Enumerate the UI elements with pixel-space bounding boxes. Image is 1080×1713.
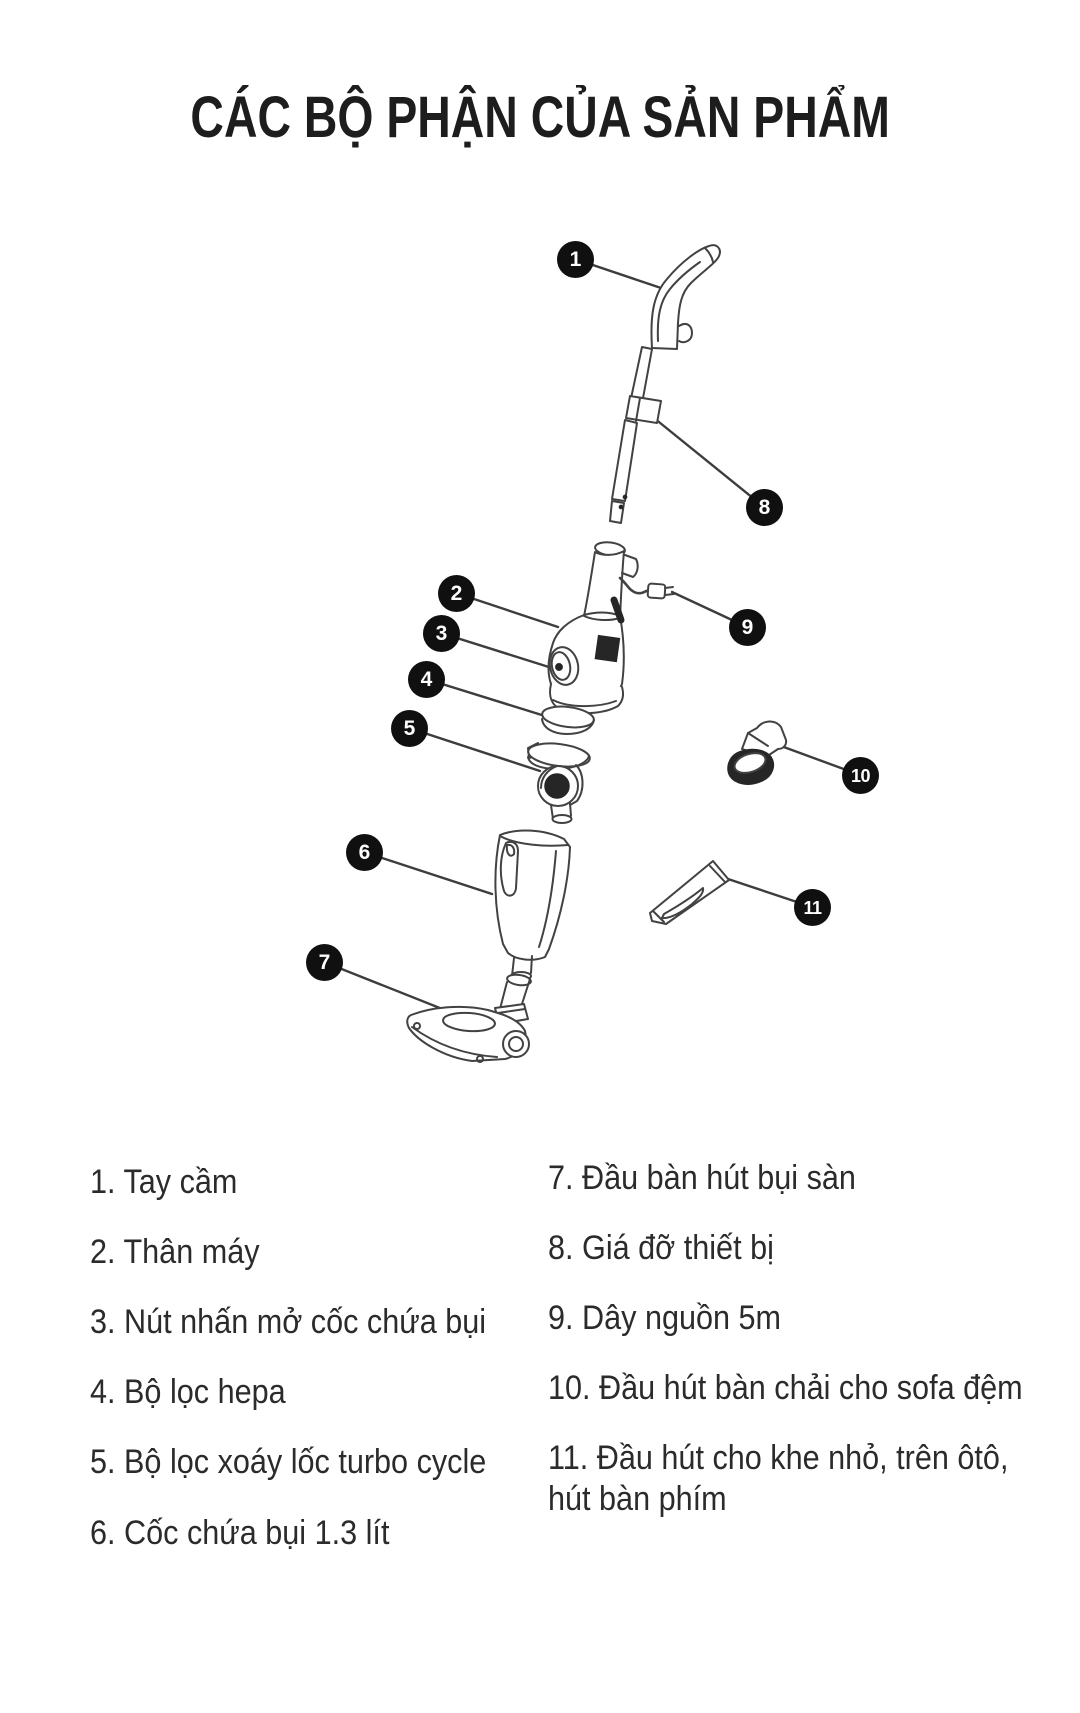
legend-item-9: 9. Dây nguồn 5m: [548, 1299, 782, 1338]
part-badge-6: 6: [346, 834, 383, 871]
part-badge-2: 2: [438, 575, 475, 612]
tube-art: [609, 346, 662, 524]
cyclone-filter-art: [527, 742, 591, 824]
handle-art: [650, 244, 721, 350]
part-badge-7: 7: [306, 944, 343, 981]
floor-head-art: [406, 973, 532, 1063]
legend-item-11: 11. Đầu hút cho khe nhỏ, trên ôtô, hút b…: [548, 1439, 1009, 1518]
motor-body-art: [547, 541, 675, 715]
legend-item-1: 1. Tay cầm: [90, 1163, 238, 1201]
part-badge-5: 5: [391, 710, 428, 747]
legend-item-4: 4. Bộ lọc hepa: [90, 1373, 286, 1412]
legend-item-3: 3. Nút nhấn mở cốc chứa bụi: [90, 1303, 487, 1342]
part-badge-3: 3: [423, 615, 460, 652]
legend-item-7: 7. Đầu bàn hút bụi sàn: [548, 1159, 856, 1197]
legend-item-5: 5. Bộ lọc xoáy lốc turbo cycle: [90, 1443, 487, 1482]
part-badge-9: 9: [729, 609, 766, 646]
legend-item-10: 10. Đầu hút bàn chải cho sofa đệm: [548, 1369, 1023, 1408]
legend-right-column: 7. Đầu bàn hút bụi sàn 8. Giá đỡ thiết b…: [548, 1158, 1080, 1549]
hepa-filter-art: [541, 705, 595, 735]
legend-item-2: 2. Thân máy: [90, 1233, 260, 1272]
brush-nozzle-art: [727, 720, 788, 785]
part-badge-4: 4: [408, 661, 445, 698]
legend-left-column: 1. Tay cầm 2. Thân máy 3. Nút nhấn mở cố…: [90, 1162, 530, 1583]
crevice-nozzle-art: [649, 860, 730, 925]
page-title: CÁC BỘ PHẬN CỦA SẢN PHẨM: [190, 85, 890, 150]
part-badge-8: 8: [746, 489, 783, 526]
legend-item-6: 6. Cốc chứa bụi 1.3 lít: [90, 1513, 390, 1552]
dust-cup-art: [494, 829, 571, 981]
part-badge-11: 11: [794, 889, 831, 926]
part-badge-10: 10: [842, 757, 879, 794]
legend-item-8: 8. Giá đỡ thiết bị: [548, 1229, 774, 1268]
part-badge-1: 1: [557, 241, 594, 278]
